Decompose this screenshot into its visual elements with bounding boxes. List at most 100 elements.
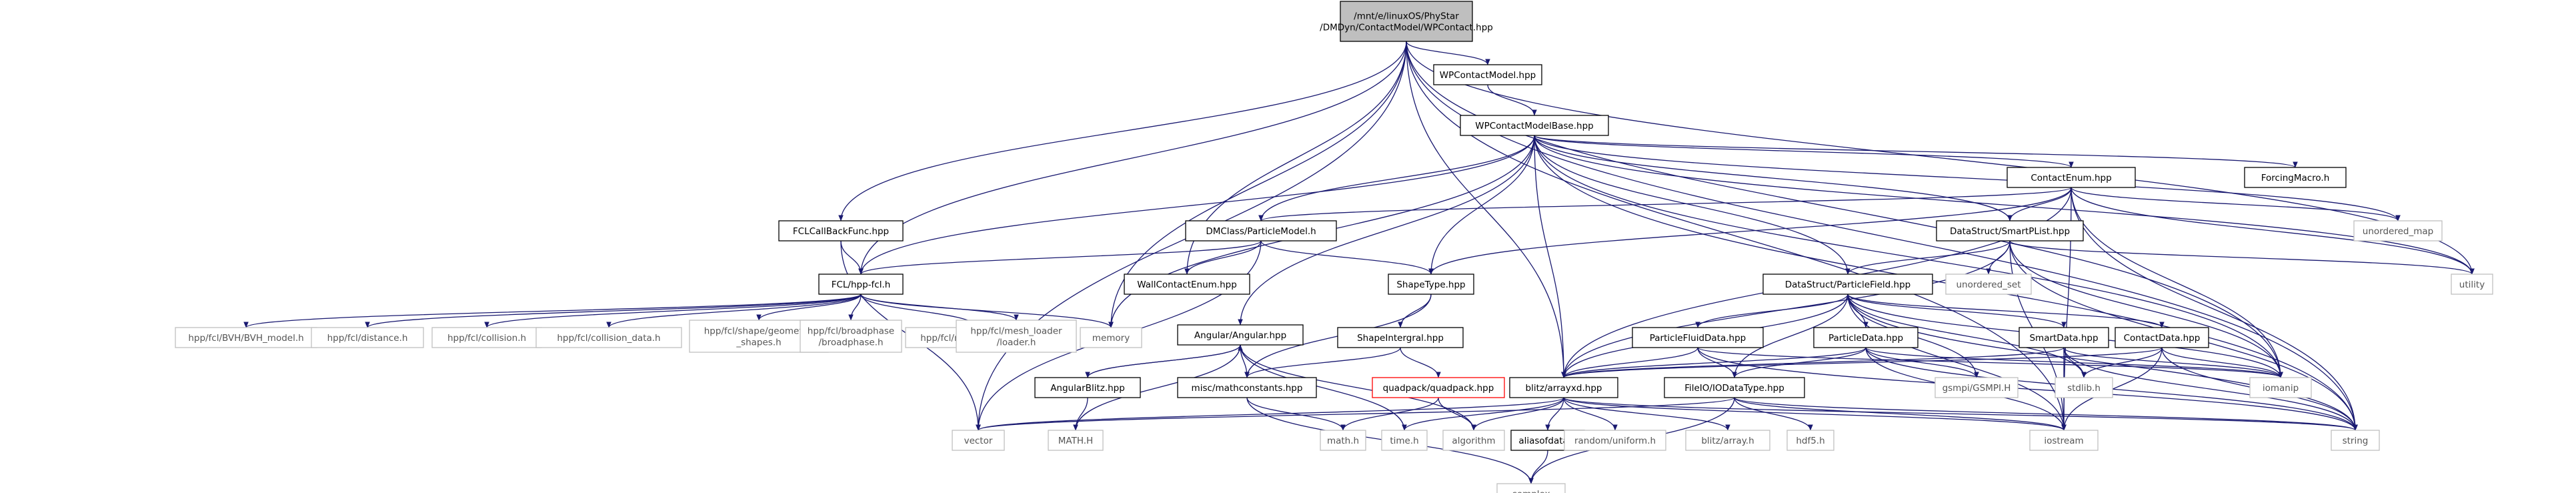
node-blitzarray[interactable]: blitz/arrayxd.hpp — [1509, 377, 1618, 398]
edge-line — [1563, 397, 2067, 431]
node-label: hpp/fcl/mesh_loader — [970, 326, 1062, 337]
edge-line — [1108, 41, 1407, 328]
edge-line — [1534, 135, 2298, 168]
node-label: DataStruct/ParticleField.hpp — [1785, 280, 1911, 290]
edge-line — [1847, 294, 2165, 328]
node-box — [952, 430, 1005, 451]
node-contactdata[interactable]: ContactData.hpp — [2115, 327, 2209, 348]
edge-line — [838, 41, 1407, 221]
edge-fcl-to-collision — [484, 294, 862, 328]
node-fileio[interactable]: FileIO/IODataType.hpp — [1664, 377, 1805, 398]
edge-line — [1534, 135, 2074, 168]
edge-line — [1184, 240, 1262, 275]
edge-line — [840, 240, 864, 275]
edge-blitzarray-to-algorithm — [1471, 397, 1564, 431]
node-smartdata[interactable]: SmartData.hpp — [2019, 327, 2109, 348]
edge-line — [1545, 397, 1564, 431]
edge-wpcm-to-wpcmb — [1487, 84, 1537, 116]
edge-blitzarray-to-aliasofdata — [1545, 397, 1564, 431]
node-label: _shapes.h — [736, 338, 781, 348]
edge-root-to-memory — [1108, 41, 1407, 328]
edge-line — [2071, 187, 2401, 221]
node-wpcmb[interactable]: WPContactModelBase.hpp — [1460, 115, 1609, 136]
edge-angular-to-algorithm — [1240, 344, 1476, 431]
edge-fileio-to-hdf5 — [1734, 397, 1813, 431]
edge-fcl-to-memory — [860, 294, 1114, 328]
edge-line — [1406, 41, 2067, 431]
node-memory: memory — [1080, 327, 1142, 348]
node-box — [1340, 1, 1473, 42]
node-wpcm[interactable]: WPContactModel.hpp — [1433, 64, 1542, 85]
edge-line — [606, 294, 862, 328]
edge-line — [2009, 240, 2475, 275]
edge-wpcmb-to-fcl — [858, 135, 1535, 275]
node-label: iostream — [2044, 436, 2083, 446]
node-box — [1442, 430, 1505, 451]
edge-line — [1240, 344, 1476, 431]
node-fcl[interactable]: FCL/hpp-fcl.h — [818, 274, 904, 295]
node-label: hpp/fcl/collision_data.h — [557, 333, 660, 344]
edge-contactenum-to-smartplist — [2007, 187, 2072, 221]
node-contactenum[interactable]: ContactEnum.hpp — [2007, 167, 2136, 188]
node-label: ShapeType.hpp — [1396, 280, 1465, 290]
edge-smartdata-to-blitzarray — [1561, 347, 2065, 378]
edge-line — [1534, 135, 1850, 275]
edge-shapetype-to-shapeintergral — [1398, 294, 1432, 328]
node-wallcontact[interactable]: WallContactEnum.hpp — [1124, 274, 1250, 295]
edge-line — [1534, 135, 2358, 431]
node-hdf5: hdf5.h — [1786, 430, 1834, 451]
edge-line — [1534, 135, 2013, 221]
node-mathH: MATH.H — [1048, 430, 1104, 451]
edge-line — [1258, 135, 1535, 221]
edge-blitzarray-to-timeh — [1402, 397, 1564, 431]
edge-contactenum-to-dmclass — [1258, 187, 2072, 221]
edge-line — [1534, 135, 2401, 221]
node-mathconstants[interactable]: misc/mathconstants.hpp — [1177, 377, 1317, 398]
node-box — [1936, 220, 2084, 241]
edge-line — [1561, 347, 1866, 378]
node-angularblitz[interactable]: AngularBlitz.hpp — [1034, 377, 1141, 398]
node-quadpack[interactable]: quadpack/quadpack.hpp — [1372, 377, 1505, 398]
edge-root-to-wpcm — [1406, 41, 1490, 65]
node-angular[interactable]: Angular/Angular.hpp — [1177, 324, 1304, 346]
node-shapetype[interactable]: ShapeType.hpp — [1388, 274, 1474, 295]
node-box — [1813, 327, 1918, 348]
node-box — [2029, 430, 2099, 451]
edge-line — [1428, 187, 2072, 275]
edge-line — [1487, 84, 1537, 116]
node-smartplist[interactable]: DataStruct/SmartPList.hpp — [1936, 220, 2084, 241]
node-pfluiddata[interactable]: ParticleFluidData.hpp — [1632, 327, 1764, 348]
edge-line — [1697, 347, 2358, 431]
edge-line — [848, 294, 862, 321]
node-pdata[interactable]: ParticleData.hpp — [1813, 327, 1918, 348]
node-label: unordered_map — [2363, 226, 2433, 237]
node-dmclass[interactable]: DMClass/ParticleModel.h — [1185, 220, 1337, 241]
node-box — [778, 220, 904, 241]
node-iostream: iostream — [2029, 430, 2099, 451]
edge-fileio-to-iostream — [1734, 397, 2067, 431]
node-box — [2007, 167, 2136, 188]
edge-wpcmb-to-contactenum — [1534, 135, 2074, 168]
node-label: math.h — [1327, 436, 1359, 446]
node-fclcb[interactable]: FCLCallBackFunc.hpp — [778, 220, 904, 241]
edge-line — [1561, 347, 2065, 378]
edge-fcl-to-geomshapes — [756, 294, 862, 321]
node-forcing[interactable]: ForcingMacro.h — [2244, 167, 2347, 188]
node-label: hpp/fcl/broadphase — [808, 326, 894, 337]
node-shapeintergral[interactable]: ShapeIntergral.hpp — [1337, 327, 1464, 348]
edge-wpcmb-to-blitzarray — [1534, 135, 1566, 378]
node-root[interactable]: /mnt/e/linuxOS/PhyStar/DMDyn/ContactMode… — [1320, 1, 1493, 42]
node-label: aliasofdata.h — [1518, 436, 1576, 446]
dependency-nodes: /mnt/e/linuxOS/PhyStar/DMDyn/ContactMode… — [175, 1, 2493, 493]
node-particlefield[interactable]: DataStruct/ParticleField.hpp — [1762, 274, 1933, 295]
edge-contactenum-to-unordered_map — [2071, 187, 2401, 221]
edge-line — [1695, 294, 1848, 328]
node-box — [2353, 220, 2443, 241]
node-random: random/uniform.h — [1564, 430, 1666, 451]
node-box — [535, 327, 682, 348]
edge-line — [976, 397, 1735, 431]
node-label: WPContactModel.hpp — [1440, 70, 1536, 81]
node-box — [1564, 430, 1666, 451]
node-box — [1632, 327, 1764, 348]
edge-particlefield-to-pfluiddata — [1695, 294, 1848, 328]
